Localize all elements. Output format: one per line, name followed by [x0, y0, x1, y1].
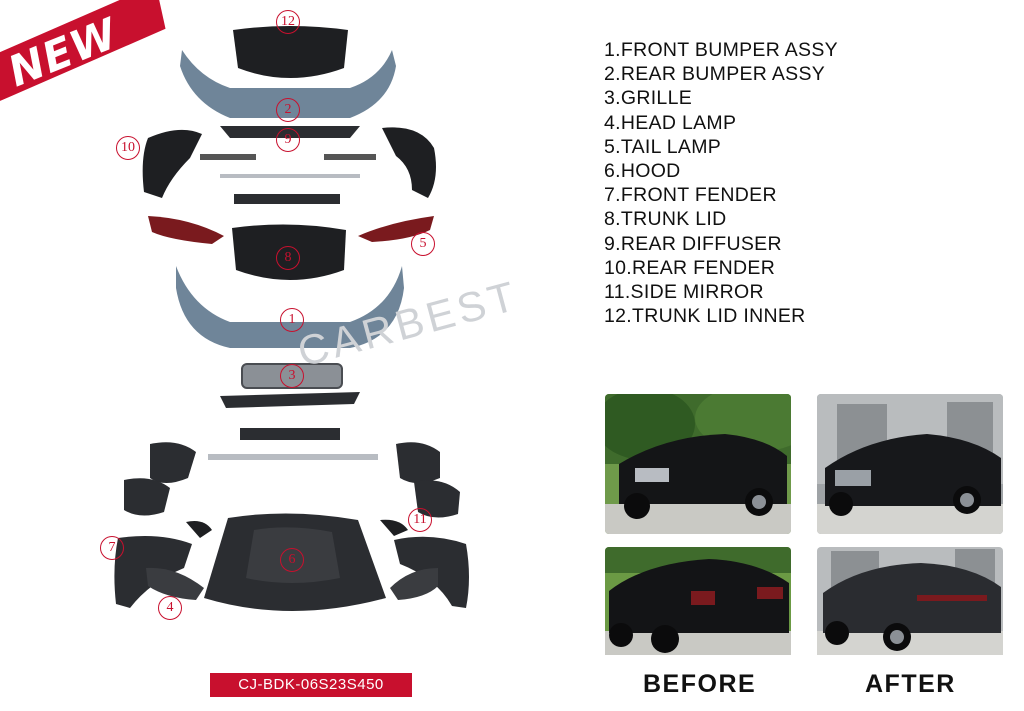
after-front-photo [817, 394, 1003, 534]
callout-9: 9 [276, 128, 300, 152]
bracket-bar-part [234, 194, 340, 204]
parts-list-item: 10.REAR FENDER [604, 256, 776, 279]
callout-1: 1 [280, 308, 304, 332]
parts-list-item: 4.HEAD LAMP [604, 111, 737, 134]
parts-list-item: 11.SIDE MIRROR [604, 281, 764, 304]
parts-list-item: 8.TRUNK LID [604, 208, 727, 231]
parts-diagram-svg [114, 26, 469, 611]
before-front-photo [605, 394, 791, 534]
head-lamp-left-part [146, 567, 204, 600]
parts-list-item: 6.HOOD [604, 160, 681, 183]
head-lamp-right-part [390, 568, 438, 600]
rear-fender-left-part [142, 129, 202, 198]
after-rear-photo [817, 547, 1003, 687]
rear-fender-right-part [382, 127, 436, 198]
tail-lamp-left-part [148, 216, 224, 244]
trim-strip-part [324, 154, 376, 160]
callout-10: 10 [116, 136, 140, 160]
parts-list-item: 1.FRONT BUMPER ASSY [604, 39, 838, 61]
callout-7: 7 [100, 536, 124, 560]
parts-list-item: 3.GRILLE [604, 87, 693, 110]
chrome-strip-part [208, 454, 378, 460]
parts-list-item: 5.TAIL LAMP [604, 135, 722, 158]
wheel-liner-right-part [396, 442, 440, 483]
callout-5: 5 [411, 232, 435, 256]
wheel-liner-left-part [124, 478, 170, 516]
callout-11: 11 [408, 508, 432, 532]
callout-8: 8 [276, 246, 300, 270]
parts-list-item: 2.REAR BUMPER ASSY [604, 63, 826, 86]
lower-grille-part [240, 428, 340, 440]
wheel-liner-left-part [150, 442, 196, 483]
parts-list-item: 7.FRONT FENDER [604, 184, 777, 207]
after-caption: AFTER [865, 670, 956, 698]
wheel-liner-right-part [414, 480, 460, 518]
rear-bumper-part [180, 50, 396, 118]
callout-6: 6 [280, 548, 304, 572]
callout-3: 3 [280, 364, 304, 388]
parts-diagram: 12 2 9 10 5 8 1 3 11 7 6 4 [100, 8, 510, 668]
parts-list-item: 9.REAR DIFFUSER [604, 232, 782, 255]
front-bumper-part [176, 266, 404, 348]
product-code: CJ-BDK-06S23S450 [210, 673, 412, 697]
before-caption: BEFORE [643, 670, 757, 698]
trim-chrome-part [220, 174, 360, 178]
callout-2: 2 [276, 98, 300, 122]
trunk-lid-inner-part [233, 26, 348, 78]
callout-12: 12 [276, 10, 300, 34]
parts-list: 1.FRONT BUMPER ASSY 2.REAR BUMPER ASSY 3… [604, 38, 838, 328]
parts-list-item: 12.TRUNK LID INNER [604, 305, 806, 328]
trim-strip-part [200, 154, 256, 160]
lower-bar-part [220, 392, 360, 408]
side-mirror-right-part [380, 519, 408, 536]
before-rear-photo [605, 547, 791, 687]
side-mirror-left-part [186, 521, 212, 538]
callout-4: 4 [158, 596, 182, 620]
